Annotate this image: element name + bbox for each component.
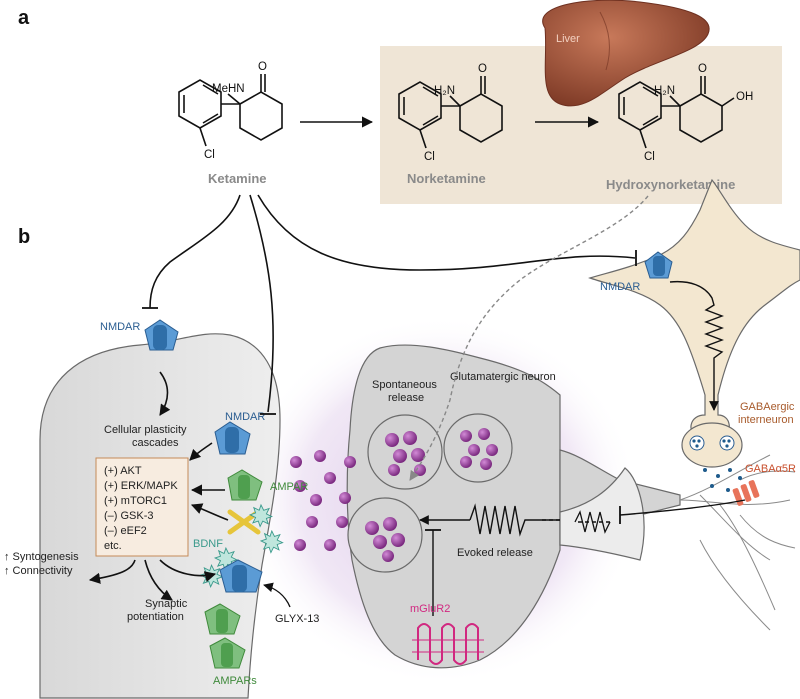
cascade-item: (+) mTORC1 (104, 495, 167, 507)
evoked-release-waves (469, 503, 560, 537)
nmdar-mid-label: NMDAR (225, 411, 265, 423)
vesicle (385, 433, 399, 447)
mglur2-label: mGluR2 (410, 603, 450, 615)
norketamine-substituent: H₂N (434, 85, 455, 97)
glyx-label: GLYX-13 (275, 613, 319, 625)
ampar-label: AMPAR (270, 481, 308, 493)
vesicle (460, 430, 472, 442)
hydroxynorketamine-label: Hydroxynorketamine (606, 177, 735, 192)
vesicle (478, 428, 490, 440)
hnk-chloro: Cl (644, 151, 655, 163)
vesicle (391, 533, 405, 547)
cascade-box (95, 457, 189, 557)
mglur2-receptor (412, 623, 484, 665)
nmdar-top-receptor (144, 319, 179, 351)
hnk-oxo: O (698, 63, 707, 75)
vesicle (486, 444, 498, 456)
cellular-plasticity-label-1: Cellular plasticity (104, 424, 187, 436)
liver-illustration: Liver (542, 0, 710, 107)
spontaneous-label-2: release (388, 392, 424, 404)
ampars-label: AMPARs (213, 675, 257, 687)
vesicle (460, 456, 472, 468)
ketamine-action-lines (142, 194, 637, 415)
ampar-receptor (227, 469, 263, 501)
vesicle (324, 539, 336, 551)
vesicle (403, 431, 417, 445)
nmdar-bottom-receptor (219, 559, 263, 593)
synaptic-label-2: potentiation (127, 611, 184, 623)
cascade-list: (+) AKT (+) ERK/MAPK (+) mTORC1 (–) GSK-3 (–… (104, 465, 178, 552)
dendrite-branches (679, 454, 796, 631)
terminal-neuron (559, 467, 645, 561)
bdnf-label: BDNF (193, 538, 223, 550)
evoked-release-label: Evoked release (457, 547, 533, 559)
vesicle (388, 464, 400, 476)
gaba-a5r-receptor (732, 480, 760, 506)
cascade-item: (–) eEF2 (104, 525, 147, 537)
norketamine-label: Norketamine (407, 171, 486, 186)
vesicle (294, 539, 306, 551)
vesicle (393, 449, 407, 463)
ketamine-oxo: O (258, 61, 267, 73)
vesicle (290, 456, 302, 468)
nmdar-mid-receptor (214, 421, 251, 455)
norketamine-oxo: O (478, 63, 487, 75)
hnk-hydroxyl: OH (736, 91, 753, 103)
gabaergic-label-1: GABAergic (740, 401, 795, 413)
gaba-a5r-label: GABAα5R (745, 463, 796, 475)
ketamine-structure: MeHN O Cl (178, 61, 283, 161)
vesicle (344, 456, 356, 468)
interneuron-signal-spring (669, 280, 724, 411)
gabaergic-label-2: interneuron (738, 414, 794, 426)
glutamate-vesicles (290, 428, 498, 562)
spontaneous-label-1: Spontaneous (372, 379, 437, 391)
cascade-item: (–) GSK-3 (104, 510, 154, 522)
vesicle (294, 480, 306, 492)
vesicle (324, 472, 336, 484)
nmdar-top-label: NMDAR (100, 321, 140, 333)
liver-label: Liver (556, 33, 580, 45)
hydroxynorketamine-structure: H₂N O OH Cl (618, 63, 753, 163)
cascade-item: etc. (104, 540, 122, 552)
panel-a-label: a (18, 7, 30, 29)
ampars-bottom (204, 603, 246, 669)
evoked-vesicle-pool (347, 497, 423, 573)
ketamine-label: Ketamine (208, 171, 267, 186)
vesicle (339, 492, 351, 504)
interneuron-nmdar (644, 251, 673, 279)
vesicle (468, 444, 480, 456)
hnk-pathway (409, 195, 649, 481)
hnk-substituent: H₂N (654, 85, 675, 97)
vesicle (314, 450, 326, 462)
vesicle (306, 516, 318, 528)
nmdar-interneuron-label: NMDAR (600, 281, 640, 293)
gaba-inhibition-line (619, 499, 746, 516)
vesicle (310, 494, 322, 506)
gaba-molecules (703, 468, 742, 492)
vesicle (336, 516, 348, 528)
syntogenesis-label: ↑ Syntogenesis (4, 551, 79, 563)
vesicle (373, 535, 387, 549)
norketamine-chloro: Cl (424, 151, 435, 163)
vesicle (480, 458, 492, 470)
connectivity-label: ↑ Connectivity (4, 565, 73, 577)
cascade-item: (+) ERK/MAPK (104, 480, 178, 492)
gaba-terminal (681, 422, 743, 468)
glyx-arrow (263, 582, 291, 608)
glutamatergic-label: Glutamatergic neuron (450, 371, 556, 383)
cellular-plasticity-label-2: cascades (132, 437, 179, 449)
vesicle (411, 448, 425, 462)
synaptic-label-1: Synaptic (145, 598, 188, 610)
ketamine-substituent: MeHN (212, 83, 245, 95)
postsynaptic-arrows (88, 371, 229, 601)
panel-b-label: b (18, 226, 30, 248)
vesicle (382, 550, 394, 562)
cascade-item: (+) AKT (104, 465, 142, 477)
norketamine-structure: H₂N O Cl (398, 63, 503, 163)
vesicle (383, 517, 397, 531)
ketamine-chloro: Cl (204, 149, 215, 161)
vesicle (365, 521, 379, 535)
